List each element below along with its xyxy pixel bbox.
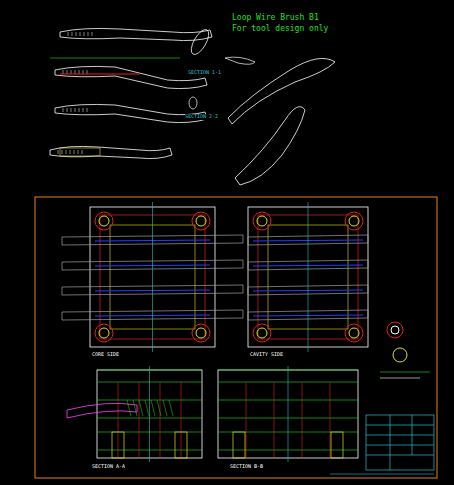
drawing-note: For tool design only [232, 25, 328, 34]
view-label: SECTION 2-2 [185, 114, 218, 120]
view-label: CAVITY SIDE [250, 352, 283, 358]
view-label: SECTION B-B [230, 464, 263, 470]
view-label: SECTION A-A [92, 464, 125, 470]
view-label: CORE SIDE [92, 352, 119, 358]
view-label: SECTION 1-1 [188, 70, 221, 76]
mold-illustration [50, 27, 368, 462]
drawing-note: Loop Wire Brush B1 [232, 14, 319, 23]
